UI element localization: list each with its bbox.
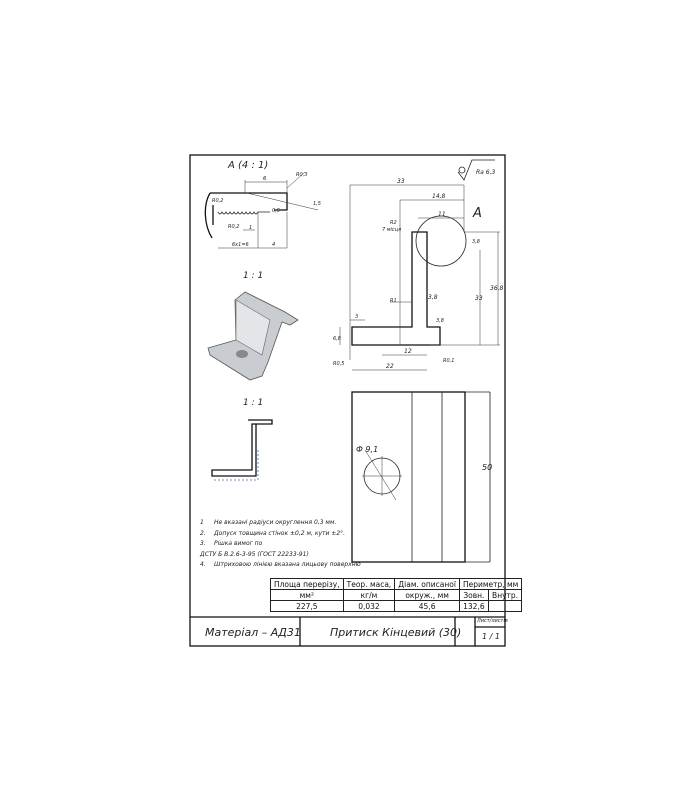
detail-title: A (4 : 1) — [227, 160, 268, 171]
dimension-label: 2. — [200, 529, 206, 537]
roughness-value: Ra 6,3 — [476, 169, 495, 176]
part-name: Притиск Кінцевий (30) — [330, 626, 462, 639]
dimension-label: 6,8 — [333, 336, 341, 342]
dimension-label: R0,2 — [228, 224, 239, 230]
dimension-label: R1 — [390, 298, 397, 304]
dimension-label: 33 — [397, 178, 405, 185]
section-view — [211, 419, 273, 481]
dimension-label — [487, 600, 523, 612]
dimension-label: 11 — [438, 211, 446, 218]
dimension-label: 3,8 — [428, 294, 438, 301]
dimension-label: 1 — [200, 519, 204, 526]
dimension-label: 3. — [200, 540, 206, 547]
dimension-label: кг/м — [342, 589, 396, 601]
dimension-label: Рішка вимог по — [214, 540, 263, 547]
dimension-label: Внутр. — [487, 589, 523, 601]
dimension-label: 3 — [355, 314, 358, 320]
dimension-label: окруж., мм — [394, 589, 460, 601]
dimension-label: 4 — [272, 242, 275, 248]
note-3: 3. Рішка вимог по — [200, 539, 361, 550]
dimension-label: 6x1=6 — [232, 242, 249, 248]
dimension-label: 0,5 — [272, 208, 280, 214]
sheet-label: Лист/листів — [477, 618, 508, 624]
dimension-label: R0,3 — [296, 172, 307, 178]
bottom-view: Ф 9,1 50 — [351, 391, 492, 563]
dimension-label: Не вказані радіуси округлення 0,3 мм. — [214, 519, 337, 526]
dimension-label: 6 — [263, 176, 267, 182]
dimension-label: R0,5 — [333, 361, 344, 367]
detail-view-a: A (4 : 1) 6 R0,3 R0,2 0,5 1 R0,2 1,5 6x1… — [204, 160, 321, 249]
dimension-label: Ф 9,1 — [356, 445, 378, 454]
drawing-frame — [189, 154, 506, 647]
dimension-label: 14,8 — [432, 193, 446, 200]
dimension-label: Допуск товщина стінок ±0,2 м, кути ±2°. — [214, 529, 346, 537]
dimension-label: 7 місця — [382, 227, 401, 233]
sheet-number: 1 / 1 — [482, 632, 500, 641]
dimension-label: R0,2 — [212, 198, 223, 204]
properties-table: Площа перерізу,Теор. маса,Діам. описаної… — [270, 578, 523, 612]
dimension-label: Теор. маса, — [342, 578, 396, 590]
dimension-label: 1 — [249, 225, 252, 231]
dimension-label: 36,8 — [490, 285, 504, 292]
dimension-label: 45,6 — [394, 600, 460, 612]
dimension-label: A — [472, 206, 482, 221]
note-4: 4. Штриховою лінією вказана лицьову повер… — [200, 560, 361, 571]
main-view: 33 14,8 11 A R2 7 місця 3,8 R1 3,8 3 6,8… — [333, 178, 504, 371]
dimension-label: Зовн. — [458, 589, 489, 601]
note-1: 1 Не вказані радіуси округлення 0,3 мм. — [200, 518, 361, 529]
dimension-label: 227,5 — [270, 600, 344, 612]
dimension-label: 3,8 — [436, 318, 444, 324]
material-label: Матеріал – АД31 — [205, 626, 301, 639]
dimension-label: R0,1 — [443, 358, 454, 364]
dimension-label: Площа перерізу, — [270, 578, 344, 590]
dimension-label: 132,6 — [458, 600, 489, 612]
dimension-label: 22 — [386, 363, 394, 370]
note-2: 2. Допуск товщина стінок ±0,2 м, кути ±2°… — [200, 529, 361, 540]
iso-scale: 1 : 1 — [243, 271, 263, 281]
dimension-label: 4. — [200, 561, 206, 568]
dimension-label: 33 — [475, 295, 483, 302]
dimension-label: 3,8 — [472, 239, 480, 245]
section-scale: 1 : 1 — [243, 398, 263, 408]
dimension-label: R2 — [390, 220, 397, 226]
dimension-label: 12 — [404, 348, 412, 355]
dimension-label: мм² — [270, 589, 344, 601]
dimension-label: Периметр, мм — [458, 578, 523, 590]
dimension-label: Діам. описаної — [394, 578, 460, 590]
dimension-label: ДСТУ Б В.2.6-3-95 (ГОСТ 22233-91) — [200, 550, 309, 558]
dimension-label: 1,5 — [313, 201, 321, 207]
dimension-label: Штриховою лінією вказана лицьову поверхн… — [214, 561, 361, 568]
dimension-label: 0,032 — [342, 600, 396, 612]
notes: 1 Не вказані радіуси округлення 0,3 мм. 2… — [200, 518, 361, 571]
note-3-cont: ДСТУ Б В.2.6-3-95 (ГОСТ 22233-91) — [200, 550, 361, 561]
dimension-label: 50 — [482, 463, 492, 472]
roughness-symbol — [457, 159, 495, 181]
iso-view — [207, 291, 299, 381]
